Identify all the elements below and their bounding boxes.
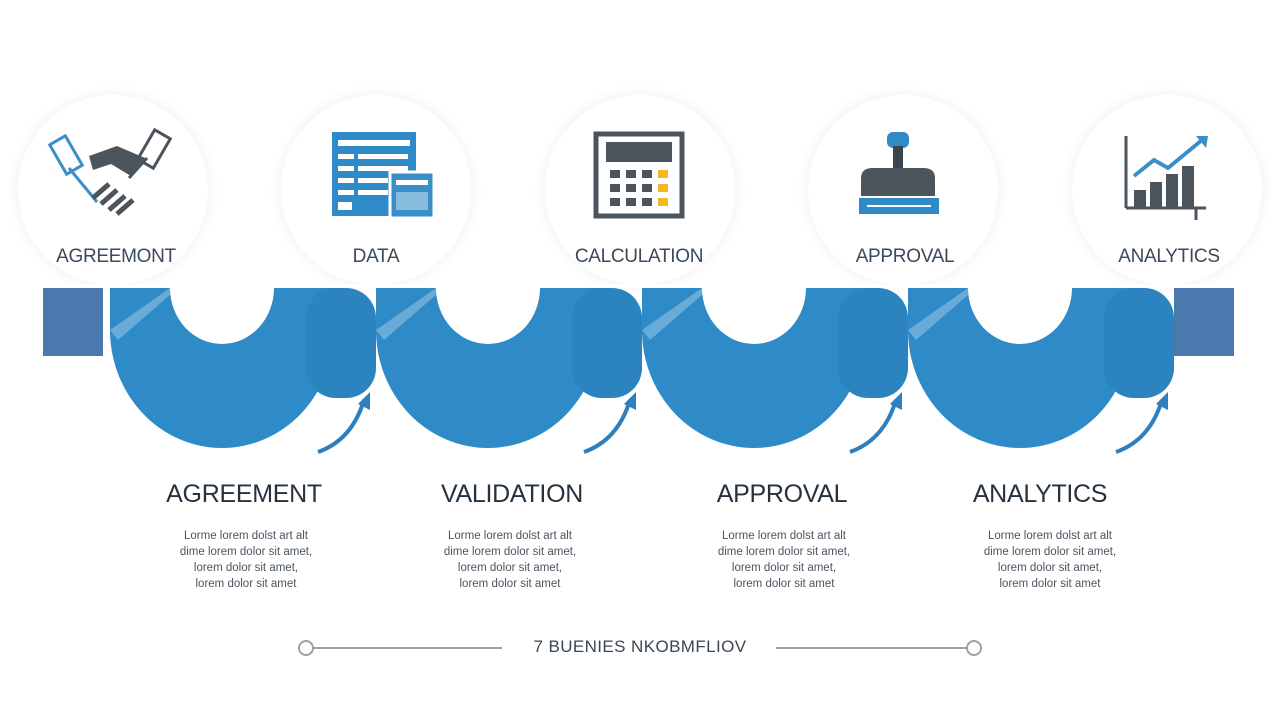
step-label: APPROVAL [855,246,955,267]
description-line: lorem dolor sit amet, [457,562,563,574]
band-connector [838,288,908,398]
step-label: DATA [352,246,400,267]
footer-right-line [776,647,968,649]
description-line: lorem dolor sit amet, [193,562,299,574]
handshake-icon [47,127,173,216]
description-line: lorem dolor sit amet [999,578,1101,590]
stage-description: Lorme lorem dolst art alt dime lorem dol… [940,528,1160,592]
step-circle [18,95,208,285]
description-line: Lorme lorem dolst art alt [184,530,308,542]
step-label: ANALYTICS [1118,246,1220,267]
description-line: Lorme lorem dolst art alt [448,530,572,542]
flow-arrow [1115,399,1164,454]
step-label: CALCULATION [574,246,704,267]
flow-arrow [583,399,632,454]
stage-title: VALIDATION [441,480,583,508]
band-highlight [376,288,444,340]
stage-description: Lorme lorem dolst art alt dime lorem dol… [136,528,356,592]
stage-title: ANALYTICS [972,480,1108,508]
band-connector [1104,288,1174,398]
description-line: dime lorem dolor sit amet, [717,546,851,558]
arrow-head-icon [1156,392,1168,410]
footer-left-line [312,647,502,649]
band-segment [908,288,1132,448]
band-end-block [1174,288,1234,356]
band-segment [642,288,866,448]
footer-title: 7 BUENIES NKOBMFLIOV [533,637,747,656]
band-highlight [908,288,976,340]
description-line: dime lorem dolor sit amet, [443,546,577,558]
description-line: Lorme lorem dolst art alt [722,530,846,542]
band-segment [110,288,334,448]
description-line: dime lorem dolor sit amet, [983,546,1117,558]
stage-title: APPROVAL [716,480,848,508]
band-highlight [642,288,710,340]
bar-chart-icon [1124,136,1208,220]
description-line: lorem dolor sit amet [195,578,297,590]
stage-description: Lorme lorem dolst art alt dime lorem dol… [674,528,894,592]
arrow-head-icon [890,392,902,410]
footer-right-dot [966,640,982,656]
band-connector [306,288,376,398]
description-line: lorem dolor sit amet [459,578,561,590]
description-line: lorem dolor sit amet, [731,562,837,574]
description-line: dime lorem dolor sit amet, [179,546,313,558]
band-highlight [110,288,178,340]
band-start-block [43,288,103,356]
data-form-icon [332,132,436,220]
stamp-icon [859,132,939,214]
description-line: lorem dolor sit amet, [997,562,1103,574]
step-label: AGREEMONT [56,246,176,267]
stage-description: Lorme lorem dolst art alt dime lorem dol… [400,528,620,592]
flow-arrow [849,399,898,454]
flow-arrow [317,399,366,454]
description-line: Lorme lorem dolst art alt [988,530,1112,542]
calculator-icon [593,131,685,219]
stage-title: AGREEMENT [166,480,322,508]
band-segment [376,288,600,448]
arrow-head-icon [358,392,370,410]
description-line: lorem dolor sit amet [733,578,835,590]
band-connector [572,288,642,398]
arrow-head-icon [624,392,636,410]
